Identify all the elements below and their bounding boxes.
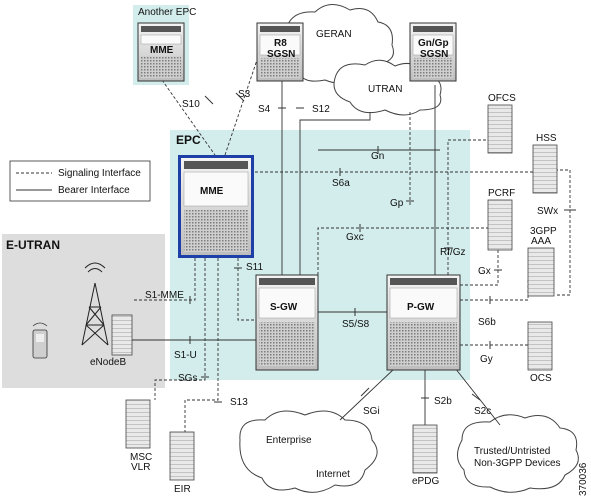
- geran-label: GERAN: [316, 29, 352, 40]
- aaa-rack: [527, 247, 555, 297]
- aaa-label-2: AAA: [531, 236, 551, 247]
- eutran-region: [2, 234, 165, 388]
- enodeb-label: eNodeB: [90, 357, 126, 368]
- msc-vlr-rack: [125, 399, 151, 449]
- figure-id: 370036: [578, 462, 589, 496]
- enterprise-label: Enterprise: [266, 435, 312, 446]
- sgw-node: [255, 274, 319, 371]
- non3gpp-label-2: Non-3GPP Devices: [474, 458, 561, 469]
- aaa-label-1: 3GPP: [530, 226, 557, 237]
- ocs-label: OCS: [530, 373, 552, 384]
- s4-label: S4: [258, 104, 271, 115]
- mobile-phone-icon: [32, 322, 48, 359]
- epdg-rack: [412, 424, 438, 474]
- hss-label: HSS: [536, 133, 557, 144]
- pcrf-rack: [487, 199, 513, 251]
- gx-label: Gx: [478, 266, 491, 277]
- s2b-label: S2b: [434, 396, 452, 407]
- r8-sgsn-title-2: SGSN: [267, 49, 295, 60]
- pgw-node: [386, 274, 461, 371]
- eutran-label: E-UTRAN: [6, 238, 60, 252]
- s1mme-label: S1-MME: [145, 290, 184, 301]
- sgw-title: S-GW: [270, 302, 298, 313]
- mme-title: MME: [200, 186, 224, 197]
- pgw-title: P-GW: [407, 302, 435, 313]
- gn-label: Gn: [371, 151, 384, 162]
- r8-sgsn-title-1: R8: [274, 38, 287, 49]
- eir-label: EIR: [174, 484, 191, 495]
- eir-rack: [169, 431, 195, 481]
- pcrf-label: PCRF: [488, 188, 515, 199]
- interface-ticks: [189, 92, 576, 403]
- msc-label-1: MSC: [130, 452, 152, 463]
- swx-label: SWx: [537, 206, 558, 217]
- non3gpp-label-1: Trusted/Untristed: [474, 446, 550, 457]
- cell-tower-icon: [81, 262, 109, 346]
- ofcs-rack: [487, 104, 513, 154]
- sgs-label: SGs: [178, 373, 197, 384]
- hss-rack: [532, 144, 558, 194]
- s3-label: S3: [238, 89, 251, 100]
- enterprise-internet-cloud: [239, 410, 378, 493]
- gngp-sgsn-node: [409, 22, 457, 82]
- sgi-label: SGi: [363, 406, 380, 417]
- gp-label: Gp: [390, 198, 404, 209]
- s6a-label: S6a: [332, 178, 350, 189]
- gngp-sgsn-title-2: SGSN: [420, 49, 448, 60]
- another-epc-label: Another EPC: [138, 7, 196, 18]
- enodeb-rack: [111, 314, 133, 356]
- msc-label-2: VLR: [131, 462, 150, 473]
- ocs-rack: [527, 321, 553, 371]
- mme-node: [178, 155, 254, 258]
- r8-sgsn-node: [256, 22, 304, 82]
- s5s8-label: S5/S8: [342, 319, 370, 330]
- legend-box: [9, 160, 151, 202]
- s13-label: S13: [230, 397, 248, 408]
- geran-utran-cloud: [282, 4, 442, 116]
- ofcs-label: OFCS: [488, 93, 516, 104]
- s12-label: S12: [312, 104, 330, 115]
- gy-label: Gy: [480, 354, 493, 365]
- gxc-label: Gxc: [346, 232, 364, 243]
- epc-label: EPC: [176, 133, 201, 147]
- internet-label: Internet: [316, 469, 350, 480]
- bearer-connections: [132, 60, 501, 426]
- mme-remote-node: [137, 22, 185, 82]
- non3gpp-cloud: [457, 414, 579, 493]
- s1u-label: S1-U: [174, 350, 197, 361]
- legend-bearer-label: Bearer Interface: [58, 185, 130, 196]
- legend-signaling-label: Signaling Interface: [58, 168, 141, 179]
- epdg-label: ePDG: [412, 476, 439, 487]
- gngp-sgsn-title-1: Gn/Gp: [418, 38, 449, 49]
- utran-label: UTRAN: [368, 84, 402, 95]
- s6b-label: S6b: [478, 317, 496, 328]
- s2c-label: S2c: [474, 406, 491, 417]
- mme-remote-title: MME: [150, 45, 174, 56]
- s11-label: S11: [246, 262, 263, 273]
- s10-label: S10: [182, 99, 200, 110]
- rfgz-label: Rf/Gz: [440, 247, 466, 258]
